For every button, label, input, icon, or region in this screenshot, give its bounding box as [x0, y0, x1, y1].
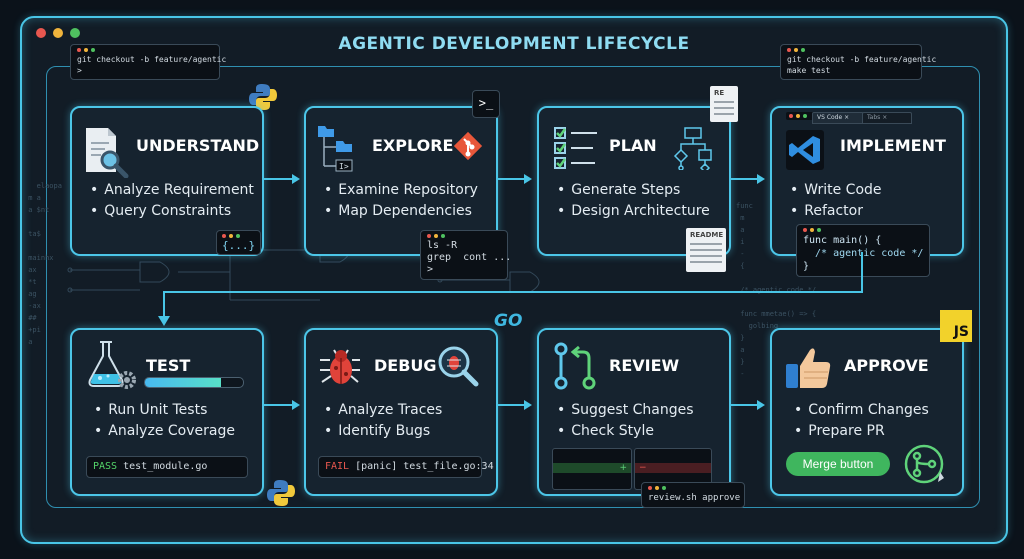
folder-tree-icon: I>	[318, 126, 353, 172]
background-code-right: func m a i - { /* agentic code */ func m…	[736, 202, 817, 378]
stage-task-list: Analyze Traces Identify Bugs	[324, 400, 442, 442]
stage-card-debug[interactable]: DEBUG Analyze Traces Identify Bugs FAIL …	[304, 328, 498, 496]
stage-task-list: Suggest Changes Check Style	[557, 400, 694, 442]
maximize-dot[interactable]	[70, 28, 80, 38]
task-item: Confirm Changes	[794, 400, 929, 421]
flow-arrow	[264, 400, 300, 410]
task-item: Design Architecture	[557, 201, 710, 222]
flow-arrow	[498, 400, 532, 410]
terminal-prompt-icon: >_	[472, 90, 500, 118]
stage-task-list: Generate Steps Design Architecture	[557, 180, 710, 222]
stage-title: DEBUG	[374, 356, 437, 375]
diagram-title: AGENTIC DEVELOPMENT LIFECYCLE	[338, 34, 690, 54]
task-item: Query Constraints	[90, 201, 254, 222]
stage-title: IMPLEMENT	[840, 136, 946, 155]
stage-title: TEST	[146, 356, 191, 375]
task-item: Suggest Changes	[557, 400, 693, 421]
stage-task-list: Write Code Refactor	[790, 180, 882, 222]
stage-card-explore[interactable]: I> EXPLORE Examine Repository Map Depend…	[304, 106, 498, 256]
lifecycle-loop-frame	[46, 66, 980, 508]
task-item: Generate Steps	[557, 180, 710, 201]
task-item: Write Code	[790, 180, 881, 201]
merge-button[interactable]: Merge button	[786, 452, 890, 476]
stage-title: EXPLORE	[372, 136, 454, 155]
task-item: Identify Bugs	[324, 421, 442, 442]
svg-text:I>: I>	[339, 162, 349, 171]
editor-titlebar	[786, 112, 822, 120]
flask-gear-icon	[88, 341, 136, 389]
git-icon	[453, 131, 483, 161]
magnifier-bug-icon	[438, 346, 479, 387]
task-item: Prepare PR	[794, 421, 929, 442]
stage-title: PLAN	[609, 136, 657, 155]
task-item: Map Dependencies	[324, 201, 478, 222]
tab-vscode[interactable]: VS Code ×	[812, 112, 864, 124]
stage-title: APPROVE	[844, 356, 929, 375]
doc-thumbnail-plan: RE	[710, 86, 738, 122]
background-code-left: elaopa m a a $nt ta$ mainhx ax *t ag -ax…	[28, 182, 62, 346]
task-item: Examine Repository	[324, 180, 478, 201]
checklist-icon	[554, 127, 597, 169]
terminal-top-left: git checkout -b feature/agentic>	[70, 44, 226, 80]
task-item: Analyze Coverage	[94, 421, 235, 442]
terminal-review: review.sh approve	[641, 482, 745, 508]
task-item: Refactor	[790, 201, 882, 222]
test-progress-fill	[145, 378, 222, 387]
fail-status: FAIL	[325, 461, 350, 472]
wrap-connector-arrow	[158, 252, 863, 326]
bug-icon	[320, 349, 360, 384]
readme-document: README	[686, 228, 726, 272]
document-search-icon	[86, 128, 129, 178]
tab-inactive[interactable]: Tabs ×	[862, 112, 912, 124]
stage-card-test[interactable]: TEST Run Unit Tests Analyze Coverage PAS…	[70, 328, 264, 496]
js-logo: JS	[940, 310, 972, 342]
stage-title: REVIEW	[609, 356, 680, 375]
test-progress-bar	[144, 377, 244, 388]
stage-task-list: Analyze Requirement Query Constraints	[90, 180, 254, 222]
terminal-test-result: PASS test_module.go	[86, 456, 248, 478]
stage-task-list: Run Unit Tests Analyze Coverage	[94, 400, 235, 442]
flow-arrow	[731, 174, 765, 184]
close-dot[interactable]	[36, 28, 46, 38]
terminal-debug-result: FAIL [panic] test_file.go:34	[318, 456, 494, 478]
stage-card-understand[interactable]: UNDERSTAND Analyze Requirement Query Con…	[70, 106, 264, 256]
branch-pull-icon	[554, 342, 596, 390]
diff-panel-added: +	[552, 448, 632, 490]
flowchart-icon	[673, 127, 712, 170]
go-logo: GO	[494, 311, 523, 331]
minimize-dot[interactable]	[53, 28, 63, 38]
thumbs-up-icon	[786, 348, 831, 388]
vscode-icon	[786, 130, 824, 170]
pass-status: PASS	[93, 461, 118, 472]
python-icon	[267, 480, 295, 506]
json-snippet: {...}	[216, 230, 262, 255]
task-item: Check Style	[557, 421, 694, 442]
stage-task-list: Examine Repository Map Dependencies	[324, 180, 478, 222]
python-icon	[249, 84, 277, 110]
task-item: Run Unit Tests	[94, 400, 235, 421]
flow-arrow	[264, 174, 300, 184]
merge-icon	[904, 444, 944, 484]
stage-title: UNDERSTAND	[136, 136, 260, 155]
task-item: Analyze Traces	[324, 400, 442, 421]
task-item: Analyze Requirement	[90, 180, 254, 201]
flow-arrow	[498, 174, 532, 184]
flow-arrow	[731, 400, 765, 410]
window-controls	[36, 28, 80, 38]
stage-task-list: Confirm Changes Prepare PR	[794, 400, 929, 442]
